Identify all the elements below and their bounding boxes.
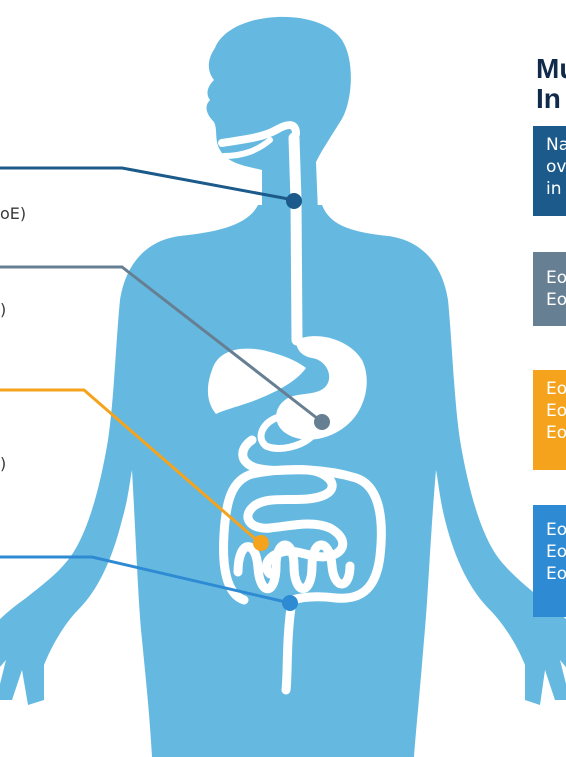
stomach-info-box: Eo Eo <box>533 252 566 326</box>
colon-info-line: Eo <box>546 519 566 541</box>
esophagus-info-line: in <box>546 178 566 200</box>
small-intestine-label: ) <box>0 454 6 473</box>
small-intestine-marker <box>253 535 269 551</box>
stomach-info-line: Eo <box>546 289 566 311</box>
stomach-marker <box>314 414 330 430</box>
colon-info-box: Eo Eo Eo <box>533 505 566 617</box>
small-intestine-info-line: Eo <box>546 400 566 422</box>
colon-info-line: Eo <box>546 541 566 563</box>
esophagus-info-box: Na ov in <box>533 126 566 216</box>
esophagus-info-line: ov <box>546 156 566 178</box>
small-intestine-info-line: Eo <box>546 422 566 444</box>
esophagus-info-line: Na <box>546 134 566 156</box>
panel-title-line-2: In <box>536 84 566 114</box>
small-intestine-info-box: Eo Eo Eo <box>533 370 566 470</box>
panel-title-line-1: Mu <box>536 54 566 84</box>
esophagus-leader <box>0 168 294 200</box>
stomach-label: ) <box>0 300 6 319</box>
stomach-info-line: Eo <box>546 267 566 289</box>
colon-info-line: Eo <box>546 563 566 585</box>
panel-title: Mu In <box>536 54 566 114</box>
small-intestine-info-line: Eo <box>546 378 566 400</box>
esophagus-marker <box>286 193 302 209</box>
colon-marker <box>282 595 298 611</box>
esophagus-label: oE) <box>0 204 26 223</box>
esophagus-tube <box>294 138 297 340</box>
